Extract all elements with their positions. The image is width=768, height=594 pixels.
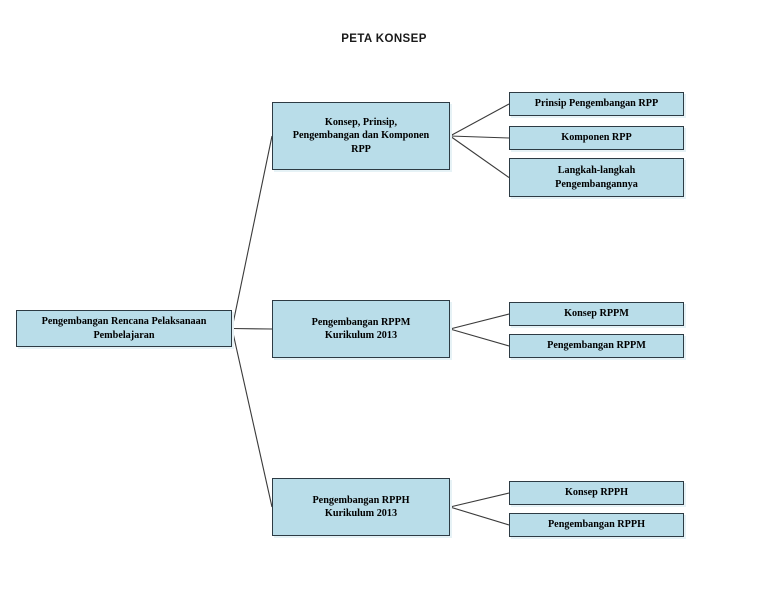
node-leaf-pengembangan-rppm: Pengembangan RPPM bbox=[509, 334, 684, 358]
connector-root-to-branch-konsep-prinsip-rpp bbox=[231, 135, 273, 329]
node-label: Prinsip Pengembangan RPP bbox=[534, 98, 659, 110]
node-leaf-konsep-rpph: Konsep RPPH bbox=[509, 481, 684, 505]
node-label: Pengembangan RPPH Kurikulum 2013 bbox=[312, 494, 410, 519]
node-label: Komponen RPP bbox=[561, 132, 632, 144]
node-root: Pengembangan Rencana Pelaksanaan Pembela… bbox=[16, 310, 232, 347]
node-label: Pengembangan Rencana Pelaksanaan Pembela… bbox=[41, 316, 207, 341]
node-branch-pengembangan-rppm: Pengembangan RPPM Kurikulum 2013 bbox=[272, 300, 450, 358]
node-leaf-pengembangan-rpph: Pengembangan RPPH bbox=[509, 513, 684, 537]
connector-branch-pengembangan-rppm-to-leaf-pengembangan-rppm bbox=[449, 328, 510, 347]
node-branch-konsep-prinsip-rpp: Konsep, Prinsip, Pengembangan dan Kompon… bbox=[272, 102, 450, 170]
node-leaf-konsep-rppm: Konsep RPPM bbox=[509, 302, 684, 326]
connector-branch-konsep-prinsip-rpp-to-leaf-langkah-langkah-pengembangannya bbox=[449, 135, 510, 178]
node-label: Pengembangan RPPM bbox=[547, 340, 646, 352]
node-leaf-langkah-langkah-pengembangannya: Langkah-langkah Pengembangannya bbox=[509, 158, 684, 197]
connector-branch-pengembangan-rpph-to-leaf-konsep-rpph bbox=[449, 492, 510, 508]
node-label: Konsep RPPH bbox=[564, 487, 629, 499]
connector-root-to-branch-pengembangan-rppm bbox=[231, 327, 273, 330]
node-label: Konsep RPPM bbox=[564, 308, 629, 320]
node-leaf-prinsip-pengembangan-rpp: Prinsip Pengembangan RPP bbox=[509, 92, 684, 116]
page-title: PETA KONSEP bbox=[341, 33, 427, 45]
node-label: Pengembangan RPPM Kurikulum 2013 bbox=[311, 316, 411, 341]
connector-root-to-branch-pengembangan-rpph bbox=[231, 328, 273, 508]
connector-branch-pengembangan-rppm-to-leaf-konsep-rppm bbox=[449, 313, 510, 330]
node-label: Pengembangan RPPH bbox=[547, 519, 646, 531]
connector-branch-pengembangan-rpph-to-leaf-pengembangan-rpph bbox=[449, 506, 510, 526]
node-label: Konsep, Prinsip, Pengembangan dan Kompon… bbox=[292, 116, 430, 155]
node-label: Langkah-langkah Pengembangannya bbox=[555, 165, 638, 190]
connector-branch-konsep-prinsip-rpp-to-leaf-komponen-rpp bbox=[449, 135, 510, 139]
connector-branch-konsep-prinsip-rpp-to-leaf-prinsip-pengembangan-rpp bbox=[449, 103, 510, 137]
node-branch-pengembangan-rpph: Pengembangan RPPH Kurikulum 2013 bbox=[272, 478, 450, 536]
node-leaf-komponen-rpp: Komponen RPP bbox=[509, 126, 684, 150]
